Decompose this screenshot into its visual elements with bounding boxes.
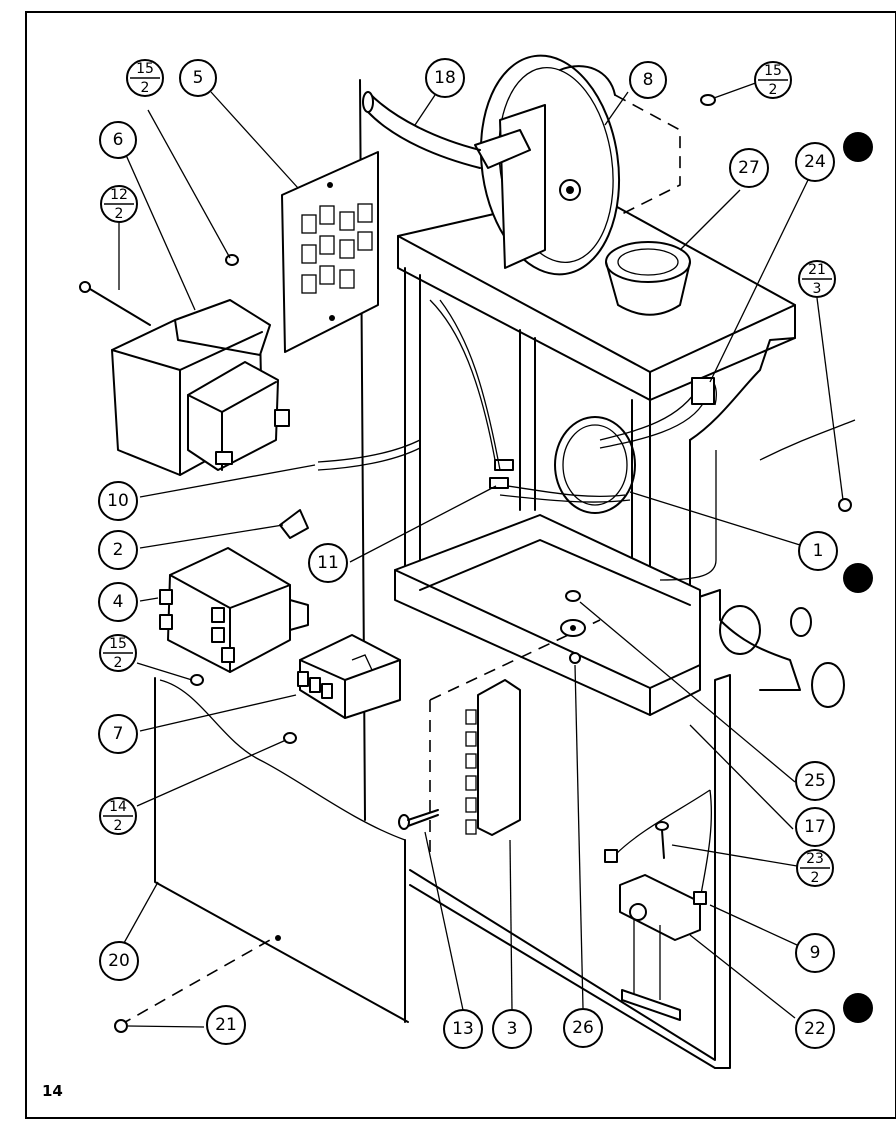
part-8-blower-wheel [474, 54, 681, 276]
leader-lines [118, 79, 844, 1028]
fraction-denominator: 2 [811, 870, 820, 886]
callout-label: 10 [107, 491, 129, 511]
fraction-denominator: 2 [141, 80, 150, 96]
callout-24: 24 [795, 142, 835, 182]
callout-label: 3 [507, 1019, 518, 1039]
callout-20: 20 [99, 941, 139, 981]
callout-22: 22 [795, 1009, 835, 1049]
callout-label: 18 [434, 68, 456, 88]
fraction-callout-23-2: 23 2 [796, 849, 834, 887]
callout-label: 2 [113, 540, 124, 560]
fraction-callout-15-2-mid: 15 2 [99, 634, 137, 672]
part-13-screw [398, 809, 439, 830]
part-23-screw [655, 821, 669, 859]
callout-7: 7 [98, 714, 138, 754]
callout-26: 26 [563, 1008, 603, 1048]
part-18-tube [362, 91, 481, 169]
callout-label: 1 [813, 541, 824, 561]
part-12-bolt [79, 281, 151, 326]
fraction-numerator: 14 [109, 799, 127, 815]
part-20-side-panel [119, 677, 409, 1026]
callout-6: 6 [99, 121, 137, 159]
fraction-numerator: 21 [808, 262, 826, 278]
fraction-numerator: 12 [110, 187, 128, 203]
callout-label: 7 [113, 724, 124, 744]
fraction-callout-15-2-top: 15 2 [126, 59, 164, 97]
part-4-relay [159, 547, 309, 673]
callout-label: 5 [193, 68, 204, 88]
callout-label: 9 [810, 943, 821, 963]
callout-8: 8 [629, 61, 667, 99]
fraction-numerator: 23 [806, 851, 824, 867]
callout-9: 9 [795, 933, 835, 973]
control-box-cabinet [359, 79, 845, 1069]
callout-11: 11 [308, 543, 348, 583]
part-9-wire-lead [604, 789, 713, 905]
fraction-callout-21-3: 21 3 [798, 260, 836, 298]
callout-21: 21 [206, 1005, 246, 1045]
fraction-denominator: 2 [769, 82, 778, 98]
fraction-numerator: 15 [109, 636, 127, 652]
callout-label: 26 [572, 1018, 594, 1038]
page-number: 14 [42, 1082, 63, 1100]
fraction-denominator: 3 [813, 281, 822, 297]
part-1-wire-loop [499, 416, 636, 514]
fraction-denominator: 2 [115, 206, 124, 222]
callout-10: 10 [98, 481, 138, 521]
part-5-terminal-plate [281, 151, 379, 353]
callout-label: 6 [113, 130, 124, 150]
callout-13: 13 [443, 1009, 483, 1049]
fraction-callout-14-2: 14 2 [99, 797, 137, 835]
fraction-numerator: 15 [136, 61, 154, 77]
callout-label: 13 [452, 1019, 474, 1039]
callout-label: 21 [215, 1015, 237, 1035]
fraction-callout-15-2-right: 15 2 [754, 61, 792, 99]
part-25-26-fasteners [560, 590, 586, 664]
callout-27: 27 [729, 148, 769, 188]
part-10-wires [317, 439, 421, 471]
fraction-denominator: 2 [114, 655, 123, 671]
page-border [25, 11, 896, 1119]
part-2-wire-nut [279, 509, 309, 539]
callout-17: 17 [795, 807, 835, 847]
fraction-callout-12-2: 12 2 [100, 185, 138, 223]
callout-25: 25 [795, 761, 835, 801]
callout-label: 17 [804, 817, 826, 837]
part-11-connectors [429, 299, 514, 489]
callout-label: 25 [804, 771, 826, 791]
part-22-switch [619, 874, 701, 1021]
part-6-transformer [111, 299, 290, 476]
callout-1: 1 [798, 531, 838, 571]
callout-2: 2 [98, 530, 138, 570]
part-24-wire-harness [599, 377, 856, 581]
callout-18: 18 [425, 58, 465, 98]
callout-label: 22 [804, 1019, 826, 1039]
callout-label: 24 [804, 152, 826, 172]
callout-label: 4 [113, 592, 124, 612]
callout-5: 5 [179, 59, 217, 97]
callout-label: 11 [317, 553, 339, 573]
callout-3: 3 [492, 1009, 532, 1049]
part-27-grommet [605, 241, 691, 316]
part-3-terminal-strip [465, 679, 521, 836]
fraction-numerator: 15 [764, 63, 782, 79]
callout-4: 4 [98, 582, 138, 622]
part-7-contactor [297, 634, 401, 719]
registration-marks [843, 132, 873, 1023]
callout-label: 20 [108, 951, 130, 971]
callout-label: 8 [643, 70, 654, 90]
fraction-denominator: 2 [114, 818, 123, 834]
callout-label: 27 [738, 158, 760, 178]
